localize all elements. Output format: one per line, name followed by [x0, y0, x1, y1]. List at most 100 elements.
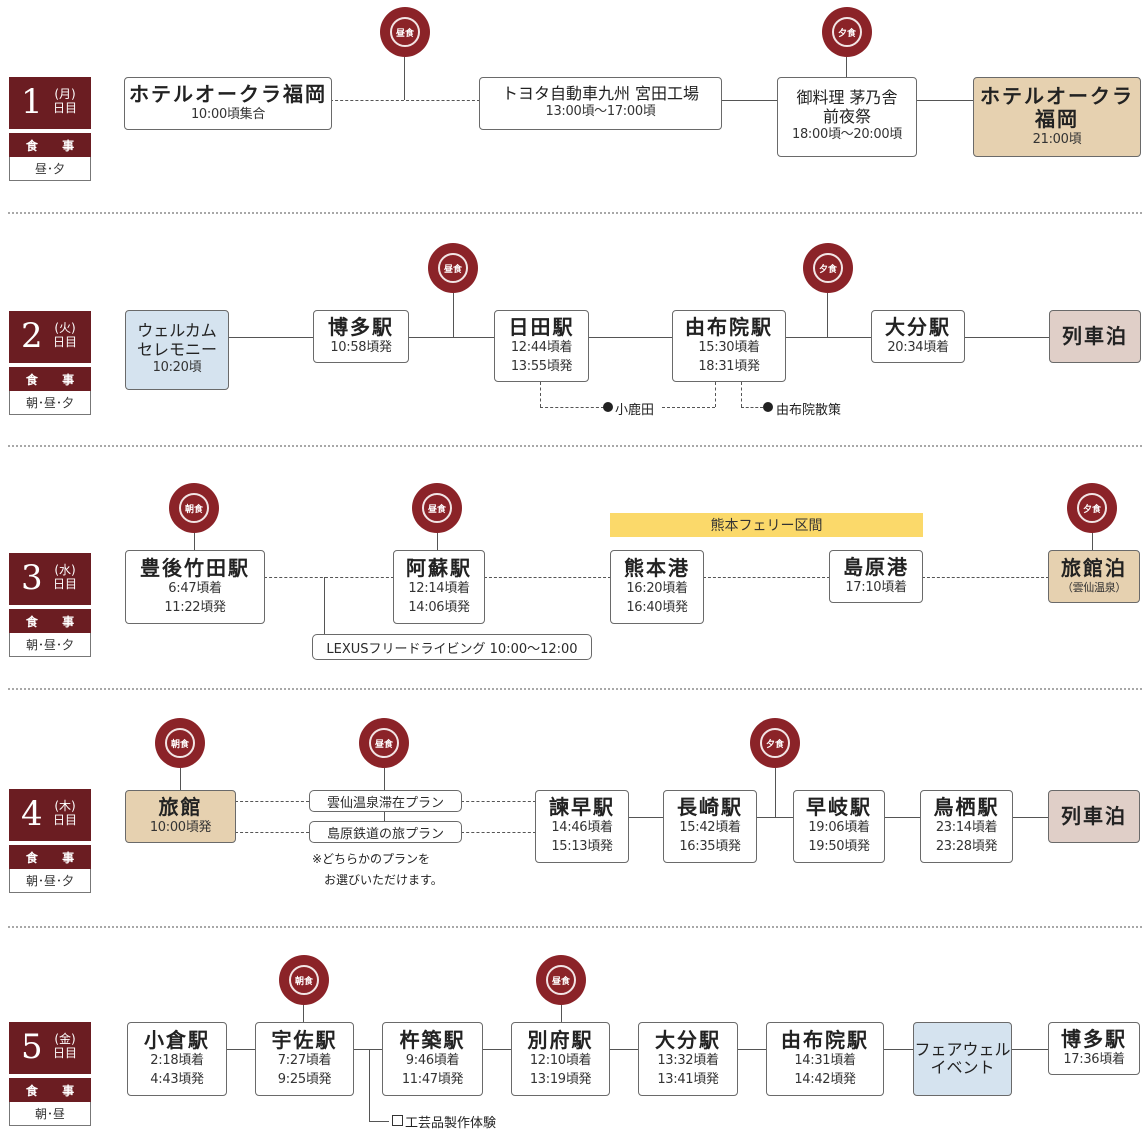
stop-kokura-station: 小倉駅 2:18頃着 4:43頃発 — [127, 1022, 227, 1096]
stop-name: 鳥栖駅 — [933, 795, 1000, 820]
stop-name: 大分駅 — [655, 1027, 721, 1052]
stop-yufuin-station: 由布院駅 14:31頃着 14:42頃発 — [766, 1022, 884, 1096]
stop-aso-station: 阿蘇駅 12:14頃着 14:06頃発 — [393, 550, 485, 624]
stop-name: 長崎駅 — [677, 795, 743, 820]
stop-time: 9:46頃着 — [405, 1052, 460, 1068]
stop-name: 御料理 茅乃舎 — [796, 88, 898, 108]
stop-time: 10:00頃集合 — [190, 106, 266, 122]
stop-name: 阿蘇駅 — [406, 555, 472, 580]
stop-hotel-okura-fukuoka-end: ホテルオークラ 福岡 21:00頃 — [973, 77, 1141, 157]
stop-time: 17:10頃着 — [845, 579, 907, 595]
stop-ryokan: 旅館 10:00頃発 — [125, 790, 236, 843]
breakfast-meal-icon: 朝食 — [279, 955, 329, 1005]
stop-time: 18:31頃発 — [698, 358, 760, 374]
meal-label: 食 事 — [9, 1078, 91, 1102]
stop-time: 14:31頃着 — [794, 1052, 856, 1068]
weekday: (月) — [54, 87, 76, 101]
day-number: 4 — [21, 794, 43, 834]
stop-hita-station: 日田駅 12:44頃着 13:55頃発 — [494, 310, 589, 382]
stop-area: （雲仙温泉） — [1061, 581, 1127, 595]
craft-workshop-note: 工芸品製作体験 — [405, 1116, 497, 1131]
stop-time: 12:44頃着 — [510, 339, 573, 355]
weekday: (木) — [54, 799, 76, 813]
stop-time: 7:27頃着 — [277, 1052, 332, 1068]
stop-hakata-station: 博多駅 10:58頃発 — [313, 310, 409, 363]
lunch-meal-icon: 昼食 — [536, 955, 586, 1005]
marker-dot — [763, 402, 773, 412]
stop-time: 13:41頃発 — [657, 1071, 719, 1087]
stop-name: 日田駅 — [508, 314, 575, 339]
day-4-label: 4 (木)日目 食 事 朝･昼･夕 — [9, 789, 91, 893]
stop-time: 13:32頃着 — [657, 1052, 719, 1068]
stop-time: 13:19頃発 — [529, 1071, 592, 1087]
stop-kitsuki-station: 杵築駅 9:46頃着 11:47頃発 — [382, 1022, 483, 1096]
meal-label: 食 事 — [9, 367, 91, 391]
stop-haiki-station: 早岐駅 19:06頃着 19:50頃発 — [793, 790, 885, 863]
day-5-label: 5 (金)日目 食 事 朝･昼 — [9, 1022, 91, 1126]
day-number: 2 — [21, 316, 43, 356]
stop-name: 小倉駅 — [144, 1027, 210, 1052]
stop-name: 杵築駅 — [399, 1027, 466, 1052]
stop-name-line2: セレモニー — [136, 339, 217, 359]
marker-dot — [603, 402, 613, 412]
stop-time: 15:13頃発 — [551, 839, 613, 854]
note-line: ※どちらかのプランを — [312, 852, 431, 866]
meal-label: 食 事 — [9, 845, 91, 869]
day-suffix: 日目 — [53, 101, 78, 115]
stop-time: 12:10頃着 — [529, 1052, 592, 1068]
stop-isahaya-station: 諫早駅 14:46頃着 15:13頃発 — [535, 790, 629, 863]
day-separator — [8, 445, 1142, 447]
stop-name: 早岐駅 — [806, 795, 872, 820]
day-number: 3 — [21, 558, 43, 598]
stop-yufuin-station: 由布院駅 15:30頃着 18:31頃発 — [672, 310, 786, 382]
stop-time: 13:00頃〜17:00頃 — [545, 104, 656, 120]
day-suffix: 日目 — [53, 1046, 78, 1060]
stop-time: 15:30頃着 — [698, 339, 760, 355]
stop-welcome-ceremony: ウェルカム セレモニー 10:20頃 — [125, 310, 229, 390]
stop-time: 10:00頃発 — [149, 819, 212, 835]
stop-name: 博多駅 — [1061, 1026, 1127, 1051]
stop-name: 島原港 — [843, 554, 909, 579]
stop-time: 15:42頃着 — [679, 820, 741, 836]
stop-time: 2:18頃着 — [150, 1052, 204, 1068]
stop-name-line2: 福岡 — [1035, 106, 1079, 131]
plan-label: 雲仙温泉滞在プラン — [326, 795, 444, 811]
day-separator — [8, 926, 1142, 928]
stop-name: ウェルカム — [137, 321, 217, 341]
stop-bungotaketa-station: 豊後竹田駅 6:47頃着 11:22頃発 — [125, 550, 265, 624]
stop-nagasaki-station: 長崎駅 15:42頃着 16:35頃発 — [663, 790, 757, 863]
day-separator — [8, 688, 1142, 690]
dinner-meal-icon: 夕食 — [1067, 483, 1117, 533]
stop-time: 11:47頃発 — [401, 1071, 464, 1087]
plan-label: 島原鉄道の旅プラン — [326, 826, 444, 842]
stop-name: 由布院駅 — [685, 314, 773, 339]
stop-name-line2: イベント — [930, 1058, 995, 1077]
plan-unzen-stay: 雲仙温泉滞在プラン — [309, 790, 462, 812]
weekday: (金) — [54, 1032, 76, 1046]
day-number: 5 — [21, 1027, 43, 1067]
drive-label: LEXUSフリードライビング 10:00〜12:00 — [326, 641, 578, 657]
stop-overnight-train: 列車泊 — [1049, 310, 1141, 363]
day-3-label: 3 (水)日目 食 事 朝･昼･夕 — [9, 553, 91, 657]
lunch-meal-icon: 昼食 — [412, 483, 462, 533]
day-suffix: 日目 — [53, 335, 78, 349]
day-1-label: 1 (月)日目 食 事 昼･夕 — [9, 77, 91, 181]
stop-time: 16:35頃発 — [679, 839, 741, 854]
stop-beppu-station: 別府駅 12:10頃着 13:19頃発 — [511, 1022, 610, 1096]
stop-kayanoya: 御料理 茅乃舎 前夜祭 18:00頃〜20:00頃 — [777, 77, 917, 157]
yufuin-walk-note: 由布院散策 — [776, 403, 842, 418]
stop-name: ホテルオークラ福岡 — [129, 81, 327, 106]
meals-included: 昼･夕 — [9, 157, 91, 181]
stop-name: トヨタ自動車九州 宮田工場 — [501, 83, 700, 103]
stop-name: ホテルオークラ — [980, 83, 1134, 108]
day-2-label: 2 (火)日目 食 事 朝･昼･夕 — [9, 311, 91, 415]
stop-name: 由布院駅 — [781, 1027, 869, 1052]
dinner-meal-icon: 夕食 — [822, 7, 872, 57]
stop-time: 11:22頃発 — [164, 599, 226, 615]
meals-included: 朝･昼･夕 — [9, 633, 91, 657]
stop-time: 14:46頃着 — [551, 820, 613, 836]
stop-time: 16:40頃発 — [626, 599, 688, 615]
stop-name: 大分駅 — [885, 314, 951, 339]
dinner-meal-icon: 夕食 — [803, 243, 853, 293]
stop-time: 14:42頃発 — [794, 1071, 856, 1087]
